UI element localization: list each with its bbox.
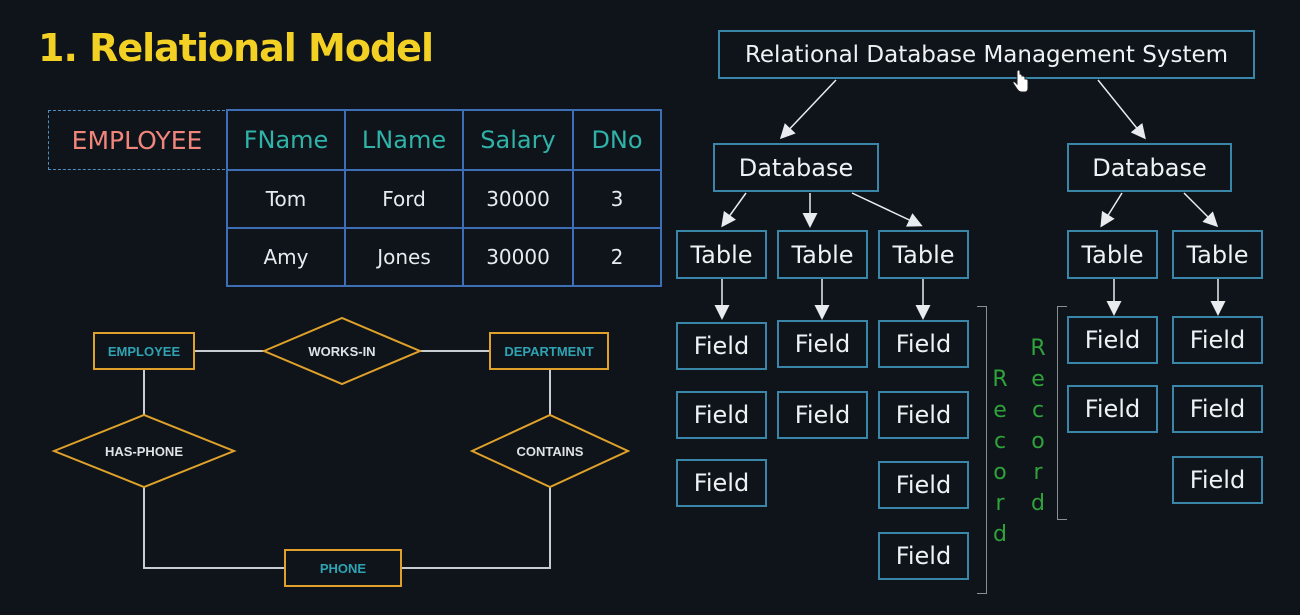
table-cell: 3 [572,169,662,229]
column-header-dno: DNo [572,109,662,171]
relationship-contains: CONTAINS [469,413,631,489]
field-box: Field [1172,316,1263,364]
table-box: Table [878,230,969,279]
table-box: Table [777,230,868,279]
relationship-works-in: WORKS-IN [261,316,423,386]
svg-text:DEPARTMENT: DEPARTMENT [504,344,593,359]
field-box: Field [1067,316,1158,364]
table-row: Tom Ford 30000 3 [226,169,662,229]
employee-relation-table: FName LName Salary DNo Tom Ford 30000 3 … [226,109,662,287]
record-bracket [1057,306,1067,520]
database-box: Database [713,143,879,192]
field-box: Field [676,391,767,439]
field-box: Field [676,322,767,370]
table-cell: 30000 [462,227,574,287]
er-connectors [143,350,551,569]
field-box: Field [1172,385,1263,433]
svg-text:CONTAINS: CONTAINS [517,444,584,459]
database-box: Database [1067,143,1232,192]
er-diagram: EMPLOYEE WORKS-IN DEPARTMENT HAS-PHONE C… [51,316,631,587]
field-box: Field [878,391,969,439]
table-cell: 2 [572,227,662,287]
table-box: Table [1067,230,1158,279]
field-box: Field [878,461,969,509]
field-box: Field [777,320,868,368]
relationship-has-phone: HAS-PHONE [51,413,237,489]
field-box: Field [1067,385,1158,433]
svg-text:WORKS-IN: WORKS-IN [308,344,375,359]
table-cell: Amy [226,227,346,287]
svg-text:HAS-PHONE: HAS-PHONE [105,444,183,459]
field-box: Field [878,320,969,368]
field-box: Field [878,532,969,580]
svg-text:PHONE: PHONE [320,561,367,576]
column-header-fname: FName [226,109,346,171]
table-cell: Tom [226,169,346,229]
column-header-salary: Salary [462,109,574,171]
rdbms-box: Relational Database Management System [718,30,1255,79]
relation-name: EMPLOYEE [48,110,225,170]
field-box: Field [1172,456,1263,504]
table-header-row: FName LName Salary DNo [226,109,662,171]
entity-employee: EMPLOYEE [93,332,195,370]
page-title: 1. Relational Model [38,26,434,70]
table-row: Amy Jones 30000 2 [226,227,662,287]
column-header-lname: LName [344,109,464,171]
svg-text:EMPLOYEE: EMPLOYEE [108,344,181,359]
table-cell: Ford [344,169,464,229]
entity-phone: PHONE [284,549,402,587]
record-bracket [977,306,987,594]
table-cell: 30000 [462,169,574,229]
table-cell: Jones [344,227,464,287]
table-box: Table [1172,230,1263,279]
entity-department: DEPARTMENT [489,332,609,370]
hand-cursor-icon [1012,70,1029,93]
table-box: Table [676,230,767,279]
field-box: Field [777,391,868,439]
field-box: Field [676,459,767,507]
